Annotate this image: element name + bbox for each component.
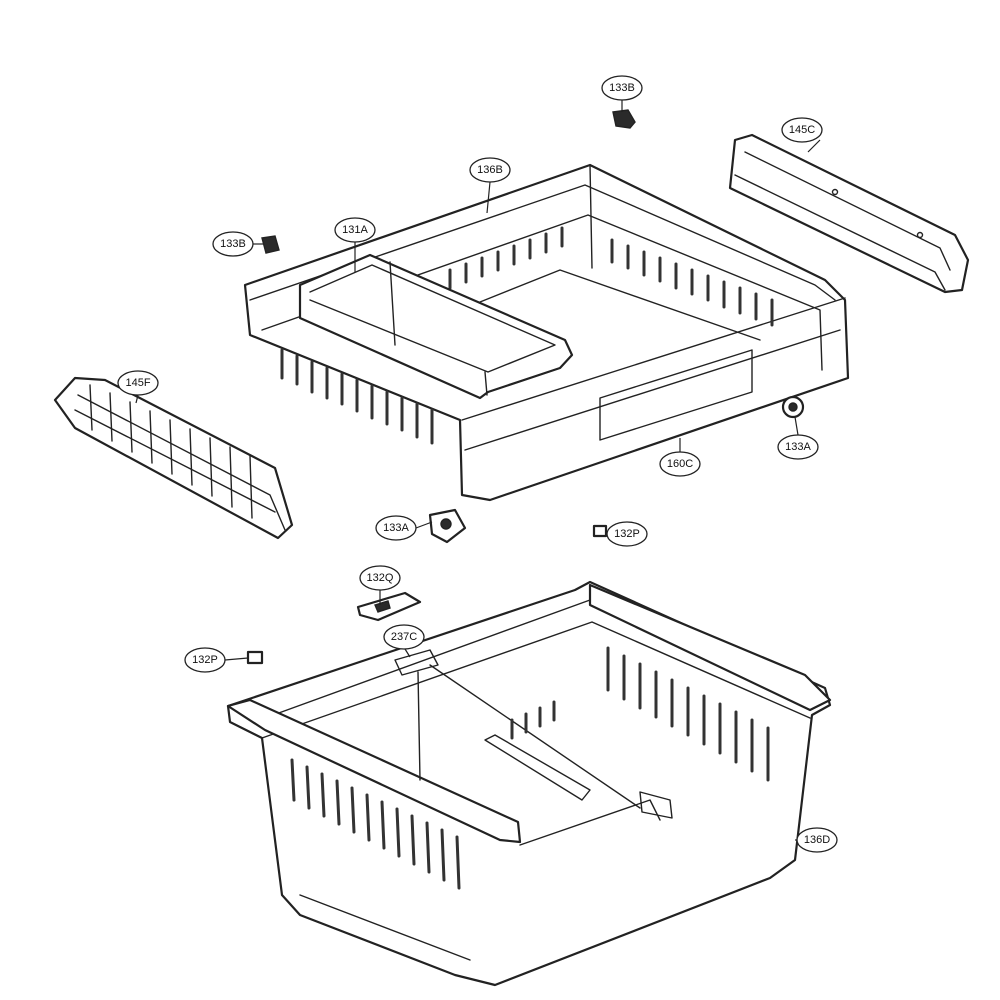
callout-label: 145C [789, 124, 815, 136]
holder-132q [356, 591, 422, 622]
callout-label: 160C [667, 458, 693, 470]
callout-133a-right: 133A [777, 434, 819, 460]
callout-136d: 136D [796, 827, 838, 853]
callout-160c: 160C [659, 451, 701, 477]
callout-label: 133B [609, 82, 635, 94]
callout-label: 136D [804, 834, 830, 846]
callout-label: 133A [785, 441, 811, 453]
clip-133b-top [612, 109, 636, 129]
callout-145f: 145F [117, 370, 159, 396]
callout-133b-top: 133B [601, 75, 643, 101]
clip-133b-left [261, 235, 280, 254]
callout-131a: 131A [334, 217, 376, 243]
pad-132p-right [592, 524, 608, 538]
callout-132q: 132Q [359, 565, 401, 591]
callout-145c: 145C [781, 117, 823, 143]
callout-237c: 237C [383, 624, 425, 650]
callout-label: 145F [125, 377, 150, 389]
roller-133a-right [781, 395, 805, 419]
callout-label: 136B [477, 164, 503, 176]
callout-label: 132P [614, 528, 640, 540]
callout-133b-left: 133B [212, 231, 254, 257]
tray-131a [298, 253, 574, 400]
callout-label: 133B [220, 238, 246, 250]
rail-145c [728, 133, 970, 294]
rail-145f [53, 376, 294, 540]
callout-132p-left: 132P [184, 647, 226, 673]
callout-label: 132P [192, 654, 218, 666]
roller-133a-mid [428, 508, 467, 544]
callout-label: 131A [342, 224, 368, 236]
pad-132p-left [246, 650, 264, 665]
callout-132p-right: 132P [606, 521, 648, 547]
callout-label: 132Q [367, 572, 394, 584]
lower-drawer-136d [226, 580, 832, 987]
callout-label: 237C [391, 631, 417, 643]
callout-136b: 136B [469, 157, 511, 183]
callout-label: 133A [383, 522, 409, 534]
callout-133a-mid: 133A [375, 515, 417, 541]
